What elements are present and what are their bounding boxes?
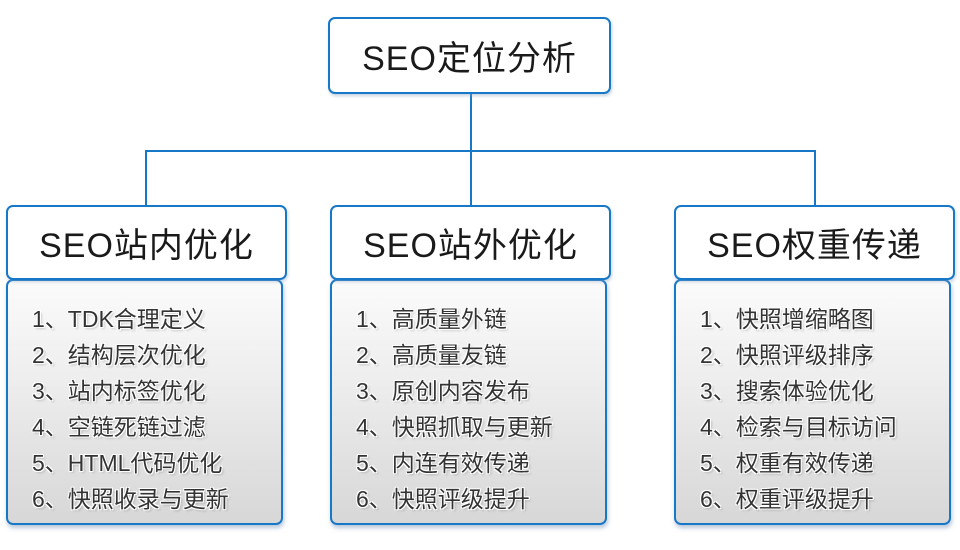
branch-title: SEO站外优化 [363,227,578,265]
branch-item-list: 1、快照增缩略图 2、快照评级排序 3、搜索体验优化 4、检索与目标访问 5、权… [674,279,951,525]
list-item: 5、HTML代码优化 [32,450,223,476]
branch-header: SEO站外优化 [330,205,611,280]
list-item: 4、快照抓取与更新 [356,414,553,440]
list-item: 1、TDK合理定义 [32,306,206,332]
list-item: 6、快照评级提升 [356,486,530,512]
connector-drop-right [814,150,816,207]
root-node-title: SEO定位分析 [362,40,577,78]
list-item: 2、高质量友链 [356,342,507,368]
connector-horizontal [145,150,815,152]
list-item: 5、权重有效传递 [700,450,874,476]
branch-header: SEO权重传递 [674,205,955,280]
list-item: 4、空链死链过滤 [32,414,206,440]
list-item: 5、内连有效传递 [356,450,530,476]
list-item: 6、权重评级提升 [700,486,874,512]
list-item: 3、搜索体验优化 [700,378,874,404]
connector-root-stem [470,92,472,152]
list-item: 3、站内标签优化 [32,378,206,404]
list-item: 6、快照收录与更新 [32,486,229,512]
list-item: 2、快照评级排序 [700,342,874,368]
list-item: 1、快照增缩略图 [700,306,874,332]
branch-item-list: 1、TDK合理定义 2、结构层次优化 3、站内标签优化 4、空链死链过滤 5、H… [6,279,283,525]
list-item: 3、原创内容发布 [356,378,530,404]
list-item: 4、检索与目标访问 [700,414,897,440]
branch-header: SEO站内优化 [6,205,287,280]
list-item: 1、高质量外链 [356,306,507,332]
branch-title: SEO权重传递 [707,227,922,265]
branch-item-list: 1、高质量外链 2、高质量友链 3、原创内容发布 4、快照抓取与更新 5、内连有… [330,279,607,525]
connector-drop-center [470,150,472,207]
root-node: SEO定位分析 [328,17,611,94]
connector-drop-left [145,150,147,207]
list-item: 2、结构层次优化 [32,342,206,368]
branch-title: SEO站内优化 [39,227,254,265]
